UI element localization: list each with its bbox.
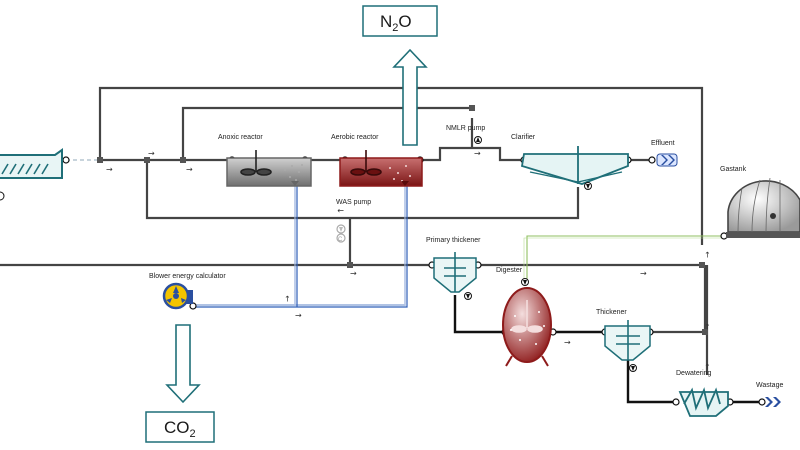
blower-icon bbox=[162, 282, 193, 310]
svg-text:C: C bbox=[338, 237, 343, 243]
nmlr-pump[interactable]: NMLR pump bbox=[446, 125, 485, 144]
flow-arrow: → bbox=[474, 149, 481, 158]
aerobic-reactor[interactable]: Aerobic reactor bbox=[331, 134, 423, 187]
flow-arrow: → bbox=[703, 363, 712, 370]
dewatering-label: Dewatering bbox=[676, 370, 712, 377]
gastank-label: Gastank bbox=[720, 166, 747, 173]
thickener[interactable]: Thickener bbox=[596, 309, 651, 372]
co2-main: CO bbox=[164, 418, 190, 437]
flow-arrow: → bbox=[337, 206, 344, 215]
co2-emission: CO2 bbox=[145, 324, 215, 443]
co2-sub: 2 bbox=[190, 428, 196, 440]
flow-arrow: → bbox=[703, 251, 712, 258]
thickener-label: Thickener bbox=[596, 309, 627, 316]
digester-label: Digester bbox=[496, 267, 523, 274]
anoxic-reactor-label: Anoxic reactor bbox=[218, 134, 263, 141]
chevron-icon bbox=[661, 155, 675, 165]
wastage-label: Wastage bbox=[756, 382, 783, 389]
chevron-icon bbox=[765, 397, 781, 407]
anoxic-reactor[interactable]: Anoxic reactor bbox=[218, 134, 312, 187]
was-pump[interactable]: C WAS pump bbox=[336, 199, 371, 243]
n2o-emission: N2O bbox=[362, 5, 438, 146]
wastage-outlet[interactable]: Wastage bbox=[756, 382, 783, 407]
clarifier[interactable]: Clarifier bbox=[511, 134, 629, 190]
flow-arrow: → bbox=[640, 269, 647, 278]
mixer-icon bbox=[350, 150, 382, 176]
aerobic-reactor-label: Aerobic reactor bbox=[331, 134, 379, 141]
flow-arrow: → bbox=[283, 295, 292, 302]
mixer-icon bbox=[240, 150, 272, 176]
n2o-main: N bbox=[380, 12, 392, 31]
clarifier-label: Clarifier bbox=[511, 134, 536, 141]
nmlr-pump-label: NMLR pump bbox=[446, 125, 485, 132]
blower-energy-calculator-label: Blower energy calculator bbox=[149, 273, 226, 280]
flow-arrow: → bbox=[703, 323, 712, 330]
svg-text:CO2: CO2 bbox=[164, 418, 196, 440]
dewatering[interactable]: Dewatering bbox=[676, 370, 729, 417]
gastank[interactable]: Gastank bbox=[720, 166, 800, 238]
flow-arrow: → bbox=[564, 338, 571, 347]
effluent-label: Effluent bbox=[651, 140, 675, 147]
flow-arrow: → bbox=[106, 165, 113, 174]
flow-arrow: → bbox=[186, 165, 193, 174]
was-pump-label: WAS pump bbox=[336, 199, 371, 206]
primary-thickener-label: Primary thickener bbox=[426, 237, 481, 244]
flow-arrow: → bbox=[148, 149, 155, 158]
n2o-rest: O bbox=[398, 12, 411, 31]
svg-text:N2O: N2O bbox=[380, 12, 412, 34]
gastank-icon bbox=[737, 177, 781, 233]
blower-energy-calculator[interactable]: Blower energy calculator bbox=[149, 273, 226, 310]
flow-arrow: → bbox=[350, 269, 357, 278]
effluent-outlet[interactable]: Effluent bbox=[651, 140, 678, 167]
mixer-icon bbox=[511, 300, 543, 333]
screen-icon[interactable] bbox=[0, 148, 63, 201]
flow-arrow: → bbox=[295, 311, 302, 320]
primary-thickener[interactable]: Primary thickener bbox=[426, 237, 481, 300]
digester[interactable]: Digester bbox=[496, 267, 552, 367]
n2o-sub: 2 bbox=[392, 22, 398, 34]
